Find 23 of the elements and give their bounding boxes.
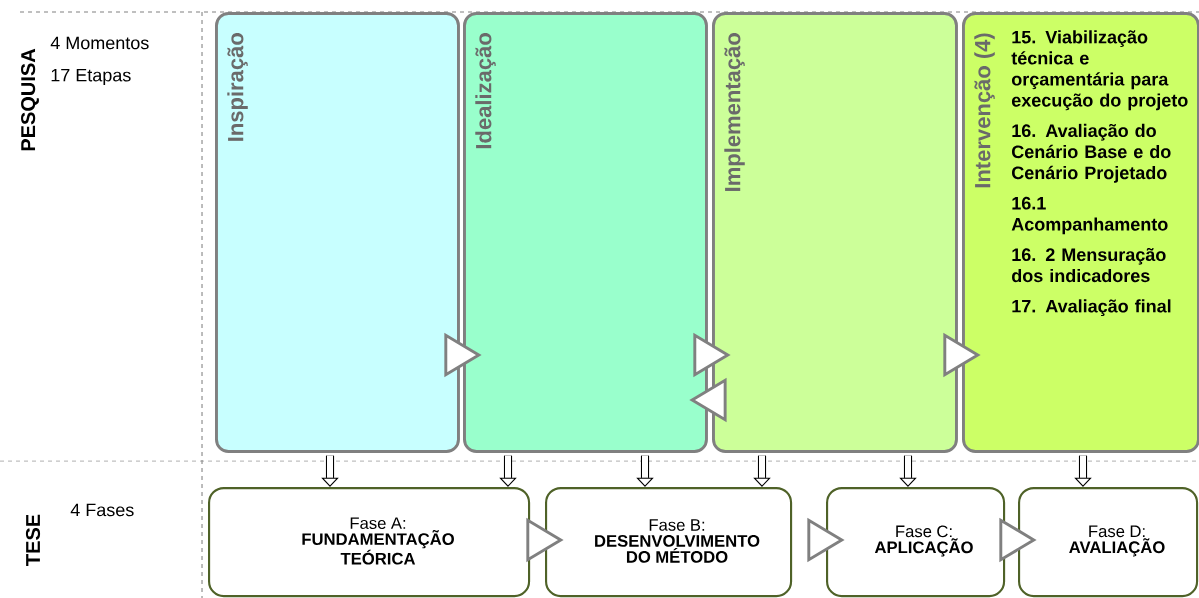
step-text: 17. Avaliação final <box>1012 299 1171 317</box>
step-text: 16.1 Acompanhamento <box>1011 196 1168 235</box>
block-arrow <box>753 455 771 487</box>
side-heading: PESQUISA <box>21 48 39 151</box>
phase-box: Inspiração <box>215 12 460 453</box>
block-arrow <box>899 455 917 487</box>
step-text: 15. Viabilização técnica e orçamentária para execução do projeto <box>1011 30 1188 111</box>
stage-box: Fase A: FUNDAMENTAÇÃO TEÓRICA <box>208 487 531 598</box>
stage-box: Fase D: AVALIAÇÃO <box>1018 487 1199 598</box>
count-text: 4 Momentos <box>50 36 149 50</box>
phase-box: Idealização <box>463 12 708 453</box>
stage-box: Fase B: DESENVOLVIMENTO DO MÉTODO <box>545 487 793 598</box>
block-arrow <box>1074 455 1092 487</box>
count-text: 17 Etapas <box>51 68 131 86</box>
side-heading: TESE <box>25 514 41 566</box>
phase-box: Implementação <box>712 12 958 453</box>
count-text: 4 Fases <box>70 503 134 517</box>
step-text: 16. 2 Mensuração dos indicadores <box>1012 247 1166 283</box>
block-arrow <box>499 455 517 487</box>
block-arrow <box>636 455 654 487</box>
block-arrow <box>321 455 339 487</box>
stage-box: Fase C: APLICAÇÃO <box>826 487 1006 598</box>
step-text: 16. Avaliação do Cenário Base e do Cenário Projetado <box>1012 123 1171 183</box>
